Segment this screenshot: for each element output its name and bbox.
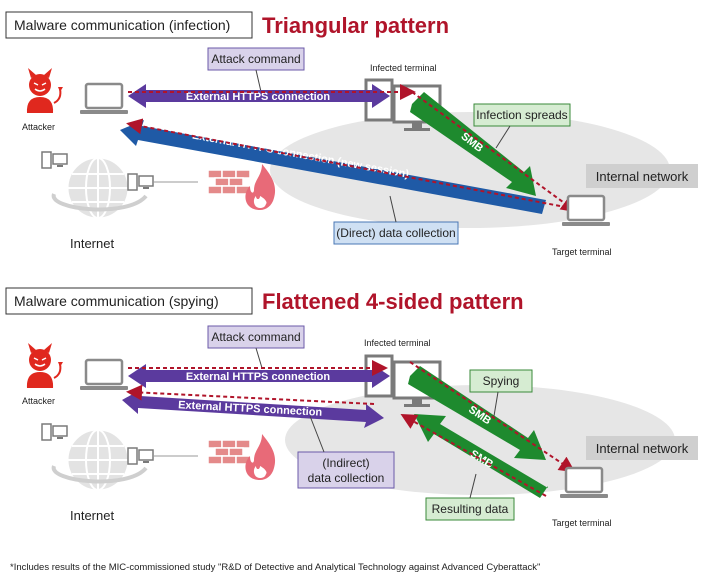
internet-pc-icon bbox=[127, 173, 154, 191]
internet-label: Internet bbox=[70, 236, 114, 251]
attacker-label: Attacker bbox=[22, 122, 55, 132]
bottom-heading-box bbox=[5, 287, 253, 315]
attacker-devil-icon bbox=[25, 342, 64, 389]
top-https-arrow-label: External HTTPS connection bbox=[186, 91, 331, 103]
top-smb-arrow bbox=[410, 92, 536, 196]
svg-text:(Direct) data collection: (Direct) data collection bbox=[336, 226, 455, 240]
svg-text:Attack command: Attack command bbox=[211, 330, 300, 344]
svg-text:Spying: Spying bbox=[483, 374, 520, 388]
internet-pc-icon bbox=[41, 423, 68, 441]
svg-text:data collection: data collection bbox=[308, 471, 385, 485]
bottom-smb-arrow-1 bbox=[408, 366, 546, 460]
bottom-heading: Malware communication (spying) bbox=[14, 293, 219, 309]
infection-spreads-label bbox=[473, 103, 571, 127]
bottom-https-arrow-1 bbox=[128, 364, 390, 388]
attacker-laptop-icon bbox=[78, 358, 130, 392]
bottom-internal-network-label bbox=[586, 436, 698, 460]
bottom-pattern-title: Flattened 4-sided pattern bbox=[262, 289, 524, 314]
svg-text:Infection spreads: Infection spreads bbox=[476, 108, 567, 122]
top-heading-box bbox=[5, 11, 253, 39]
top-pattern-title: Triangular pattern bbox=[262, 13, 449, 38]
target-terminal-label: Target terminal bbox=[552, 247, 612, 257]
top-heading: Malware communication (infection) bbox=[14, 17, 230, 33]
bottom-https-arrow-2 bbox=[122, 390, 384, 428]
infected-terminal-label: Infected terminal bbox=[370, 63, 437, 73]
target-laptop-icon bbox=[558, 466, 610, 500]
infected-terminal-label: Infected terminal bbox=[364, 338, 431, 348]
svg-text:External HTTPS connection: External HTTPS connection bbox=[186, 371, 331, 383]
firewall-icon bbox=[207, 433, 276, 481]
firewall-icon bbox=[207, 163, 276, 211]
svg-text:Attack command: Attack command bbox=[211, 52, 300, 66]
top-internal-network-label bbox=[586, 164, 698, 188]
indirect-data-collection-label bbox=[297, 451, 395, 489]
svg-text:Resulting data: Resulting data bbox=[432, 502, 509, 516]
target-laptop-icon bbox=[560, 194, 612, 228]
attacker-laptop-icon bbox=[78, 82, 130, 116]
top-panel: Malware communication (infection) Triang… bbox=[5, 11, 698, 257]
attacker-label: Attacker bbox=[22, 396, 55, 406]
svg-text:Internal network: Internal network bbox=[596, 441, 689, 456]
bottom-panel: Malware communication (spying) Flattened… bbox=[5, 287, 698, 528]
internet-label: Internet bbox=[70, 508, 114, 523]
top-new-session-arrow bbox=[120, 120, 546, 214]
svg-text:External HTTPS connection: External HTTPS connection bbox=[178, 399, 323, 419]
footnote: *Includes results of the MIC-commissione… bbox=[10, 562, 540, 573]
svg-text:(Indirect): (Indirect) bbox=[322, 456, 369, 470]
top-https-arrow bbox=[128, 84, 390, 108]
internet-pc-icon bbox=[127, 447, 154, 465]
spying-label bbox=[469, 369, 533, 393]
attacker-devil-icon bbox=[25, 67, 64, 114]
svg-text:Internal network: Internal network bbox=[596, 169, 689, 184]
bottom-smb-arrow-2 bbox=[414, 414, 548, 498]
target-terminal-label: Target terminal bbox=[552, 518, 612, 528]
internet-pc-icon bbox=[41, 151, 68, 169]
